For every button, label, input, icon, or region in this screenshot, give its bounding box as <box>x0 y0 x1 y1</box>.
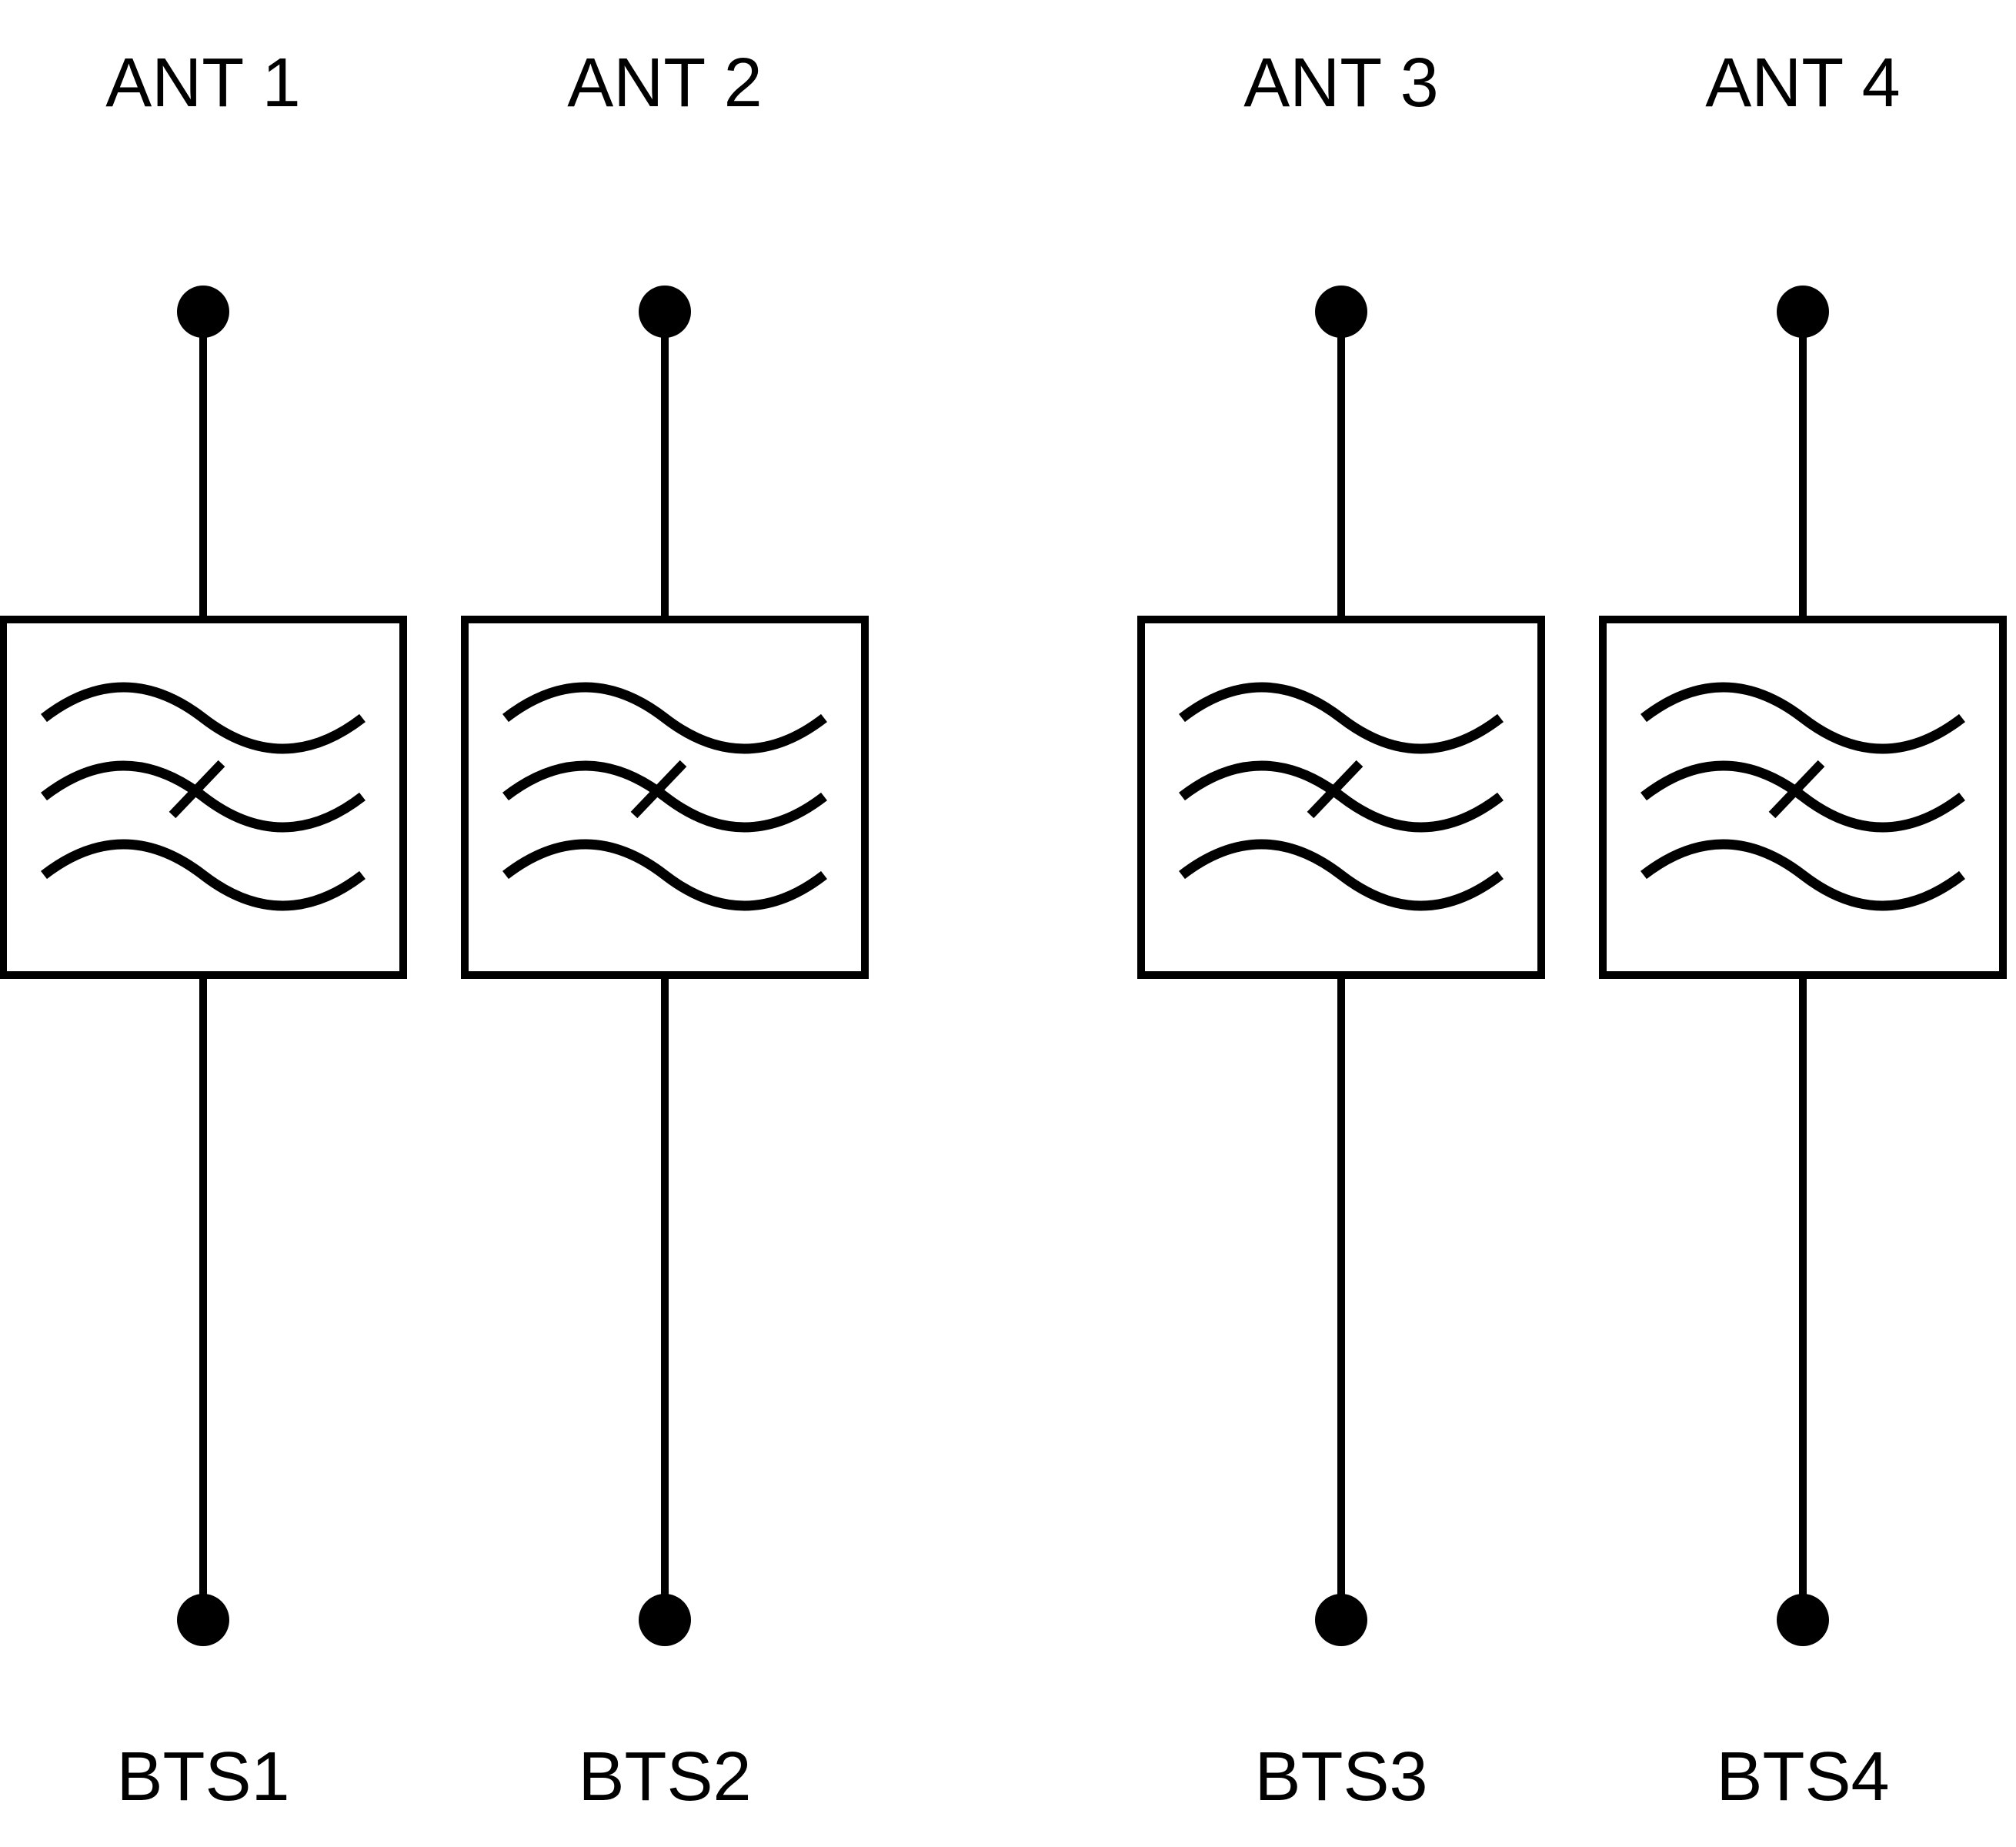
bts-port-terminal <box>639 1594 691 1646</box>
antenna-port-terminal <box>1777 286 1829 338</box>
filter-column-4: ANT 4 BTS4 <box>1599 45 2007 1815</box>
ant-label: ANT 1 <box>105 45 300 122</box>
ant-label: ANT 2 <box>567 45 762 122</box>
filter-column-2: ANT 2 BTS2 <box>461 45 869 1815</box>
bts-port-terminal <box>1315 1594 1367 1646</box>
filter-column-3: ANT 3 BTS3 <box>1137 45 1545 1815</box>
bts-port-terminal <box>177 1594 229 1646</box>
ant-label: ANT 4 <box>1705 45 1900 122</box>
bts-port-terminal <box>1777 1594 1829 1646</box>
ant-label: ANT 3 <box>1243 45 1438 122</box>
bts-label: BTS2 <box>578 1738 751 1815</box>
bts-label: BTS1 <box>116 1738 289 1815</box>
bts-label: BTS4 <box>1716 1738 1889 1815</box>
bts-label: BTS3 <box>1254 1738 1427 1815</box>
antenna-port-terminal <box>177 286 229 338</box>
filter-column-1: ANT 1 BTS1 <box>0 45 407 1815</box>
antenna-port-terminal <box>1315 286 1367 338</box>
antenna-port-terminal <box>639 286 691 338</box>
